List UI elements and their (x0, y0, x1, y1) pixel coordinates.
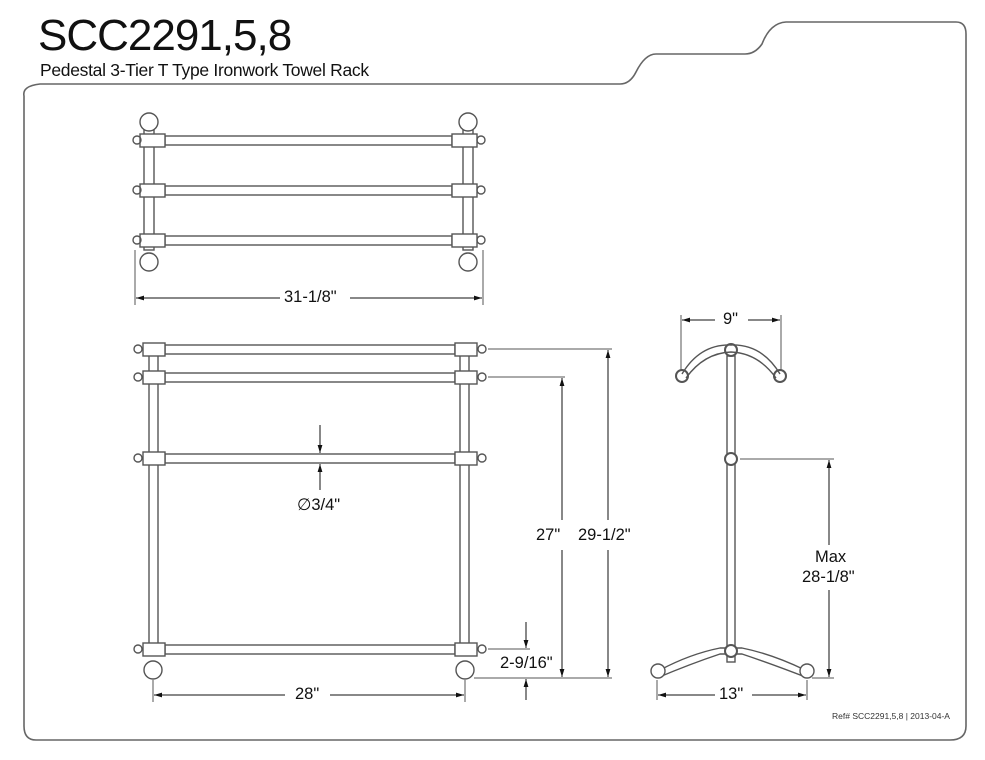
dim-top-spread: 9" (720, 310, 742, 329)
dim-bar-diameter: ∅3/4" (294, 495, 344, 515)
dim-base-width: 28" (292, 685, 323, 704)
dim-overall-height: 29-1/2" (575, 526, 634, 545)
dim-height-second-bar: 27" (533, 526, 564, 545)
dim-overall-width: 31-1/8" (281, 288, 340, 307)
dim-max-label: Max (812, 548, 850, 567)
page-subtitle: Pedestal 3-Tier T Type Ironwork Towel Ra… (40, 60, 369, 80)
side-view (650, 315, 834, 700)
top-view (132, 112, 486, 305)
drawing-frame (23, 21, 967, 741)
front-view (133, 342, 612, 702)
dim-max-height: 28-1/8" (799, 568, 858, 587)
reference-code: Ref# SCC2291,5,8 | 2013-04-A (832, 711, 950, 721)
dim-bottom-bar-height: 2-9/16" (497, 654, 556, 673)
dim-base-spread: 13" (716, 685, 747, 704)
page-title: SCC2291,5,8 (38, 11, 292, 60)
